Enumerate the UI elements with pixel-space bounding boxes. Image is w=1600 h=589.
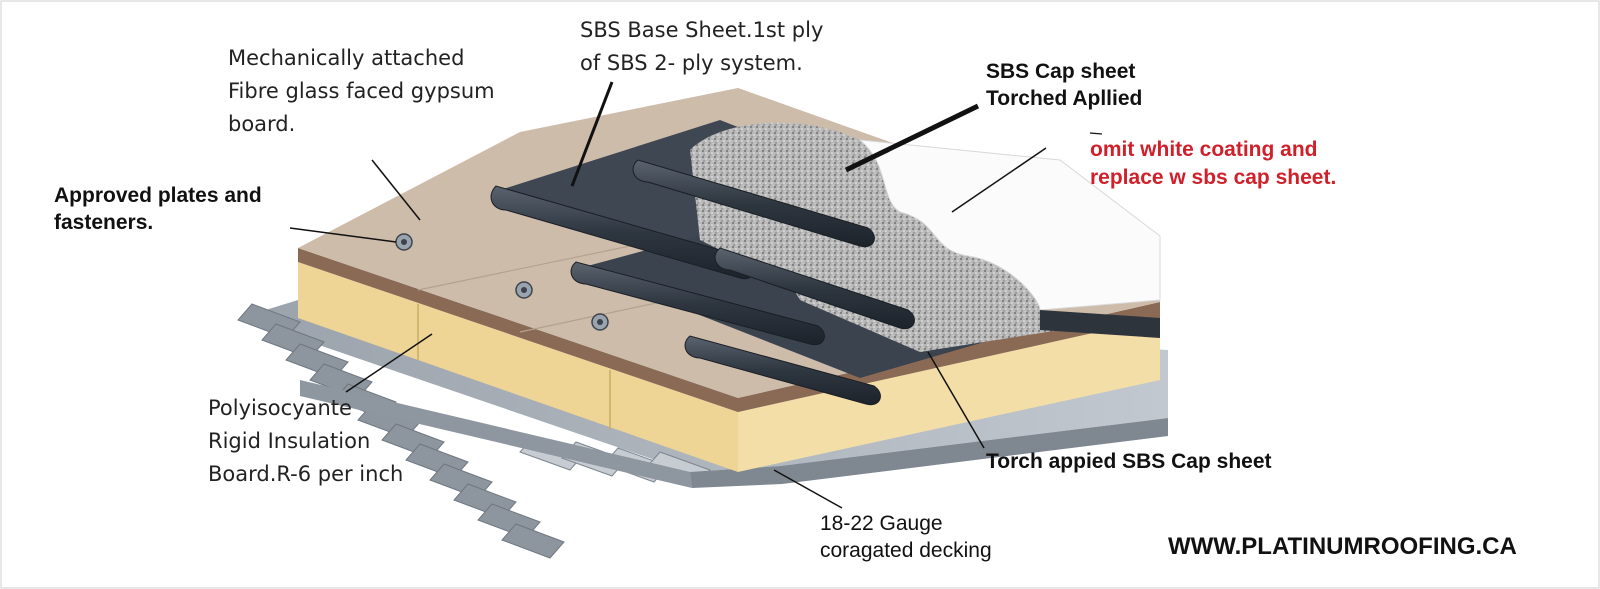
label-base-sheet: SBS Base Sheet.1st ply of SBS 2- ply sys… (580, 18, 824, 75)
leader-lines (289, 81, 1103, 509)
membrane-rolls (490, 159, 915, 406)
white-coating-area (858, 139, 1161, 311)
label-steel-decking: 18-22 Gauge coragated decking (820, 512, 992, 562)
label-omit-note: omit white coating and replace w sbs cap… (1090, 138, 1337, 189)
granulated-cap-sheet-lower (770, 235, 1060, 352)
label-torch-cap-sheet: Torch appied SBS Cap sheet (986, 450, 1272, 473)
label-insulation: Polyisocyante Rigid Insulation Board.R-6… (208, 396, 404, 486)
label-gypsum-board: Mechanically attached Fibre glass faced … (228, 46, 495, 136)
website-url: WWW.PLATINUMROOFING.CA (1168, 533, 1517, 560)
polyiso-insulation (298, 262, 1160, 472)
label-plates-fasteners: Approved plates and fasteners. (54, 184, 262, 234)
label-cap-sheet-torched: SBS Cap sheet Torched Apllied (986, 60, 1143, 110)
